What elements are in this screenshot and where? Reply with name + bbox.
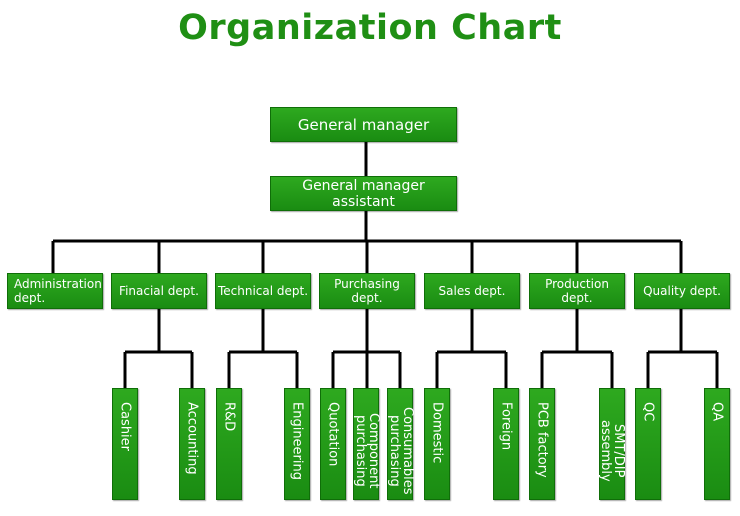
sub-unit-label: Domestic [429, 402, 445, 464]
dept-box-financial: Finacial dept. [111, 273, 207, 309]
sub-unit-label: Foreign [498, 402, 514, 451]
sub-unit-label: PCB factory [534, 402, 550, 478]
sub-unit-box-component-purchasing: Component purchasing [353, 388, 381, 500]
sub-unit-label: SMT/DIP assembly [598, 419, 626, 482]
sub-unit-label: Component purchasing [353, 412, 381, 489]
sub-unit-label: QA [709, 402, 725, 422]
sub-unit-box-cashier: Cashier [112, 388, 138, 500]
sub-unit-box-qa: QA [704, 388, 730, 500]
sub-unit-label: Consumables purchasing [387, 406, 415, 495]
sub-unit-box-rnd: R&D [216, 388, 242, 500]
dept-box-technical: Technical dept. [215, 273, 311, 309]
dept-box-sales: Sales dept. [424, 273, 520, 309]
sub-unit-box-quotation: Quotation [320, 388, 346, 500]
dept-box-quality: Quality dept. [634, 273, 730, 309]
sub-unit-label: Accounting [184, 402, 200, 475]
sub-unit-box-domestic: Domestic [424, 388, 450, 500]
sub-unit-box-qc: QC [635, 388, 661, 500]
dept-box-purchasing: Purchasing dept. [319, 273, 415, 309]
chart-title: Organization Chart [178, 8, 562, 48]
general-manager-box: General manager [270, 107, 457, 142]
sub-unit-label: Engineering [289, 402, 305, 480]
sub-unit-label: R&D [221, 402, 237, 432]
gm-assistant-box: General manager assistant [270, 176, 457, 211]
dept-box-production: Production dept. [529, 273, 625, 309]
sub-unit-box-consumables-purchasing: Consumables purchasing [387, 388, 415, 500]
dept-box-administration: Administration dept. [7, 273, 103, 309]
sub-unit-box-foreign: Foreign [493, 388, 519, 500]
sub-unit-label: Cashier [117, 402, 133, 452]
sub-unit-label: Quotation [325, 402, 341, 467]
sub-unit-label: QC [640, 402, 656, 422]
sub-unit-box-pcb-factory: PCB factory [529, 388, 555, 500]
sub-unit-box-engineering: Engineering [284, 388, 310, 500]
sub-unit-box-smt-dip-assembly: SMT/DIP assembly [598, 388, 626, 500]
sub-unit-box-accounting: Accounting [179, 388, 205, 500]
